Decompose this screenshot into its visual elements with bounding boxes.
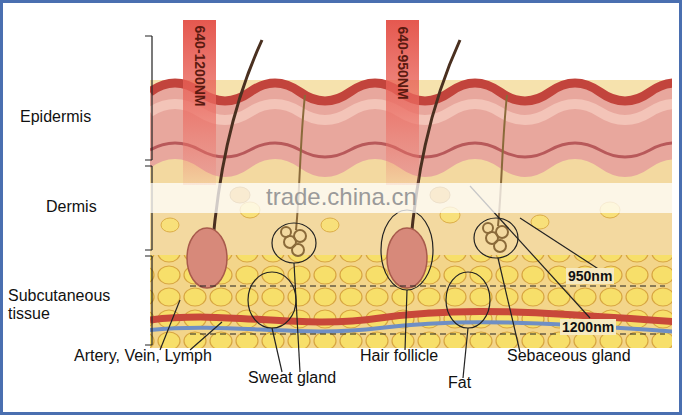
part-label: Sweat gland xyxy=(248,369,336,387)
depth-label: 950nm xyxy=(566,268,614,284)
callout-circles xyxy=(248,210,518,328)
layer-name: Dermis xyxy=(46,198,97,216)
watermark-band xyxy=(0,183,682,213)
part-label: Hair follicle xyxy=(360,347,438,365)
light-beam: 640-950NM xyxy=(386,20,419,185)
wavelength-range: 640-950NM xyxy=(395,26,411,99)
layer-name: Subcutaneous tissue xyxy=(8,287,128,324)
light-beam: 640-1200NM xyxy=(183,20,216,185)
depth-label: 1200nm xyxy=(560,319,616,335)
watermark: trade.china.cn xyxy=(266,183,417,211)
part-label: Sebaceous gland xyxy=(507,347,631,365)
wavelength-range: 640-1200NM xyxy=(192,26,208,107)
layer-name: Epidermis xyxy=(20,108,91,126)
part-label: Fat xyxy=(448,374,471,392)
part-label: Artery, Vein, Lymph xyxy=(74,347,212,365)
